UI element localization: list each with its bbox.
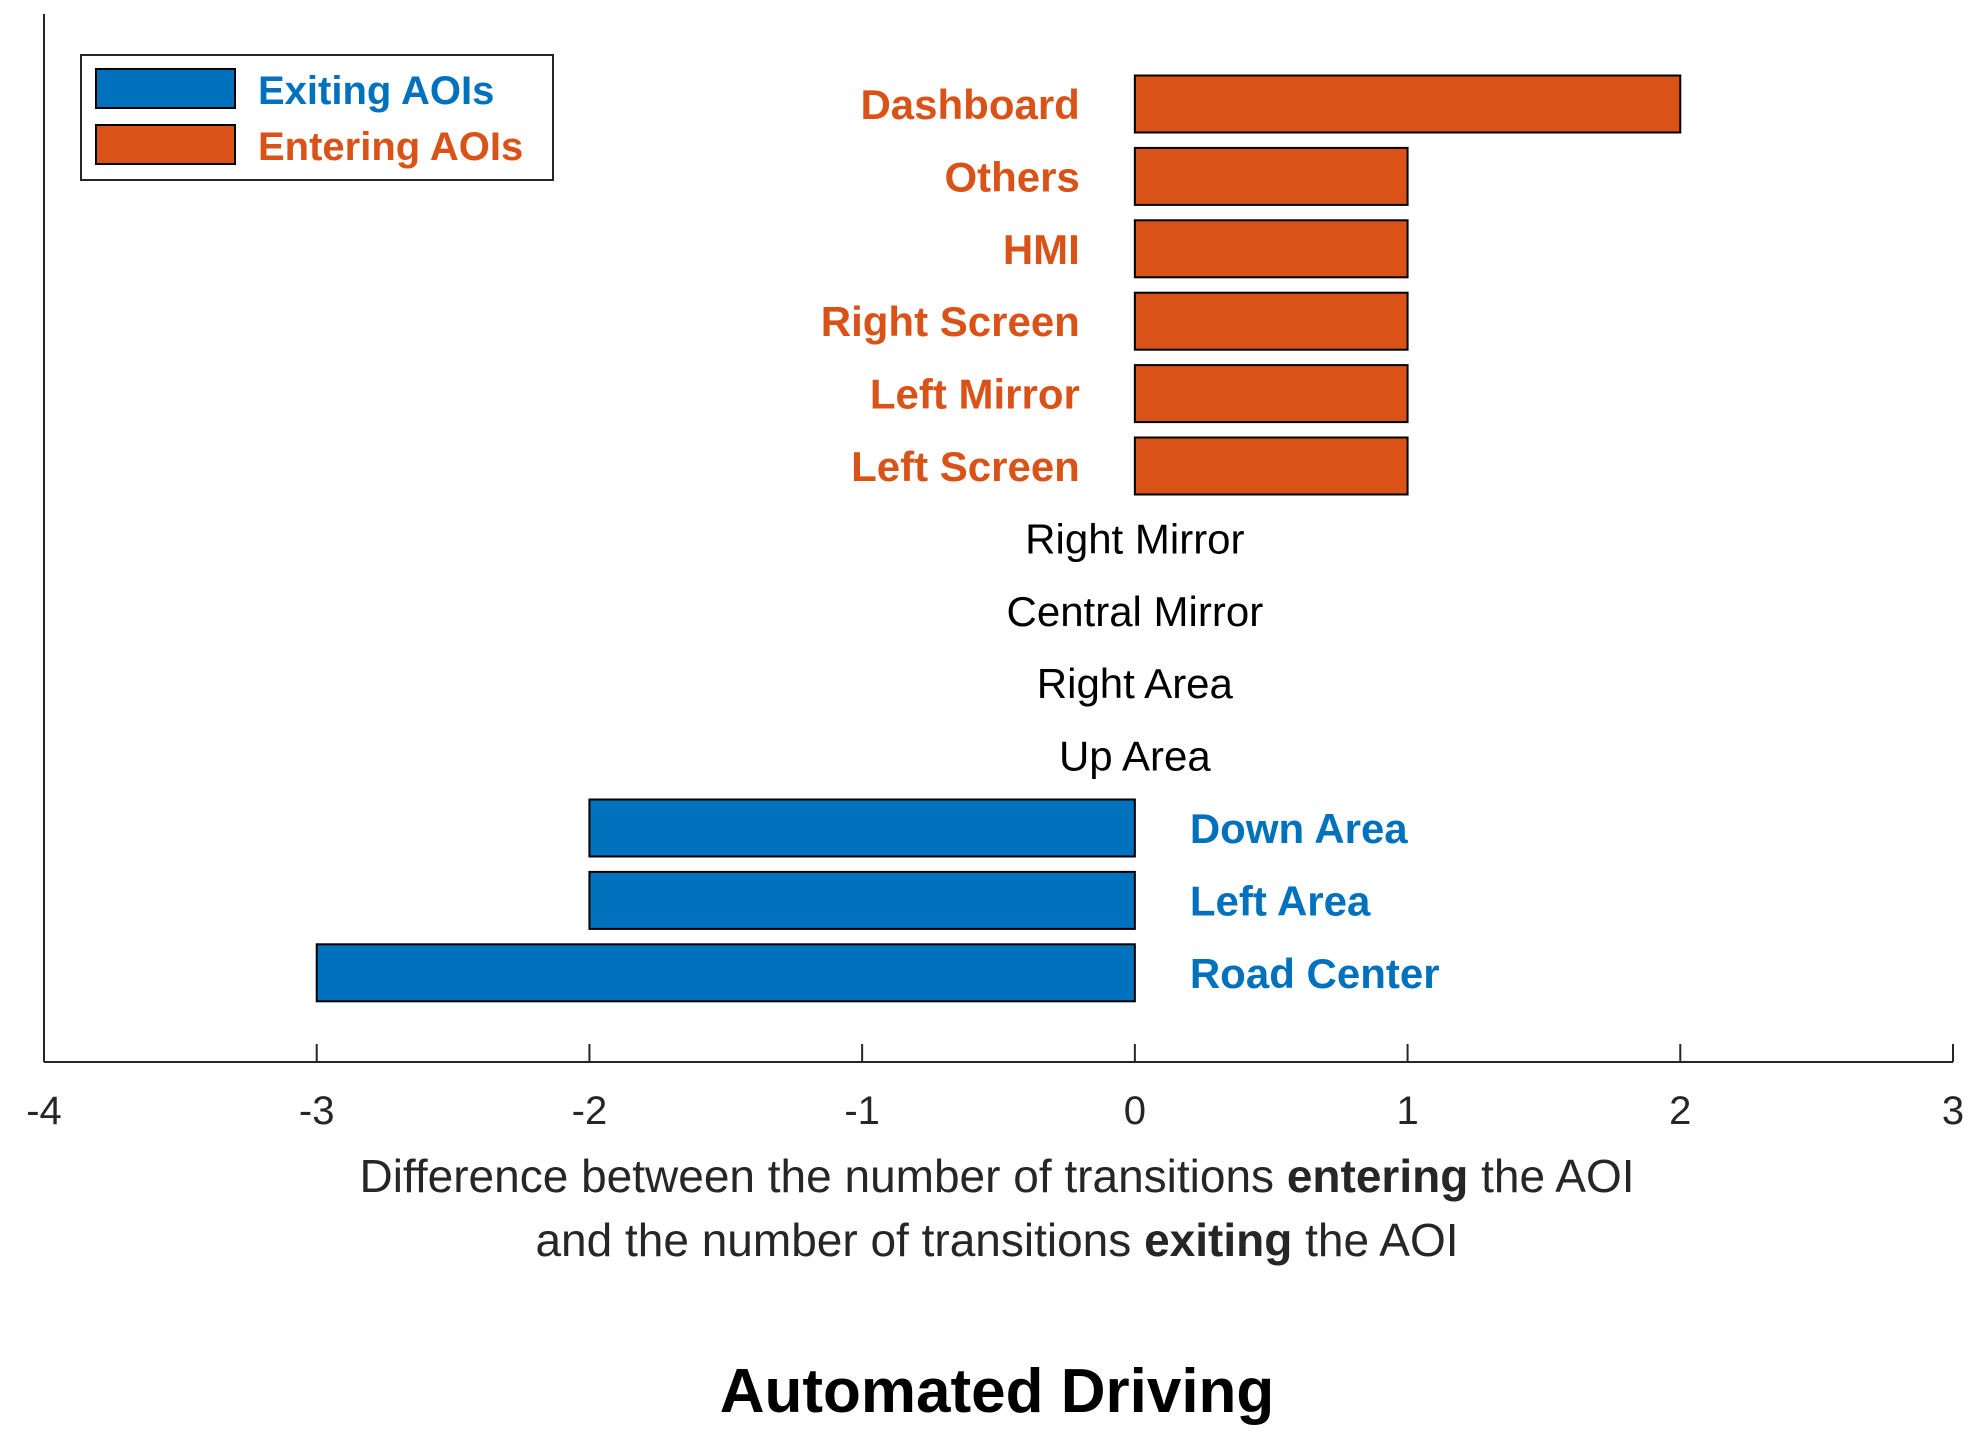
category-label-others: Others <box>944 153 1079 200</box>
category-label-left-area: Left Area <box>1190 877 1371 924</box>
category-label-left-mirror: Left Mirror <box>870 371 1080 418</box>
x-tick-label: -3 <box>299 1089 335 1133</box>
bar-road-center <box>315 943 1136 1003</box>
legend-swatch-exiting <box>95 68 236 109</box>
bar-dashboard <box>1133 74 1682 134</box>
bars <box>315 74 1682 1003</box>
x-axis-label-line-1: Difference between the number of transit… <box>359 1150 1634 1202</box>
x-axis-label-line-2: and the number of transitions exiting th… <box>535 1214 1458 1266</box>
bar-others <box>1133 146 1409 206</box>
x-ticks: -4 -3 -2 -1 0 1 2 3 <box>26 1044 1964 1133</box>
category-label-central-mirror: Central Mirror <box>1007 588 1264 635</box>
legend-label-exiting: Exiting AOIs <box>258 69 494 113</box>
bar-right-screen <box>1133 291 1409 351</box>
legend: Exiting AOIs Entering AOIs <box>80 54 554 181</box>
x-tick-label: 2 <box>1669 1089 1691 1133</box>
category-label-down-area: Down Area <box>1190 805 1408 852</box>
axes <box>43 14 1953 1063</box>
category-label-right-area: Right Area <box>1037 660 1234 707</box>
bar-down-area <box>588 798 1136 858</box>
x-tick-label: -4 <box>26 1089 62 1133</box>
x-tick-label: -2 <box>572 1089 608 1133</box>
category-label-up-area: Up Area <box>1059 733 1211 780</box>
bar-hmi <box>1133 219 1409 279</box>
x-tick-label: 1 <box>1396 1089 1418 1133</box>
x-tick-label: 3 <box>1942 1089 1964 1133</box>
bar-left-area <box>588 870 1136 930</box>
bar-left-screen <box>1133 436 1409 496</box>
bar-left-mirror <box>1133 364 1409 424</box>
category-label-dashboard: Dashboard <box>860 81 1079 128</box>
legend-label-entering: Entering AOIs <box>258 125 523 169</box>
x-axis-label: Difference between the number of transit… <box>359 1150 1634 1266</box>
category-label-right-mirror: Right Mirror <box>1025 515 1244 562</box>
chart-title: Automated Driving <box>720 1357 1275 1426</box>
legend-swatch-entering <box>95 124 236 165</box>
x-tick-label: -1 <box>844 1089 880 1133</box>
category-label-left-screen: Left Screen <box>851 443 1080 490</box>
category-label-road-center: Road Center <box>1190 950 1440 997</box>
category-label-hmi: HMI <box>1003 226 1080 273</box>
x-tick-label: 0 <box>1124 1089 1146 1133</box>
category-label-right-screen: Right Screen <box>821 298 1080 345</box>
